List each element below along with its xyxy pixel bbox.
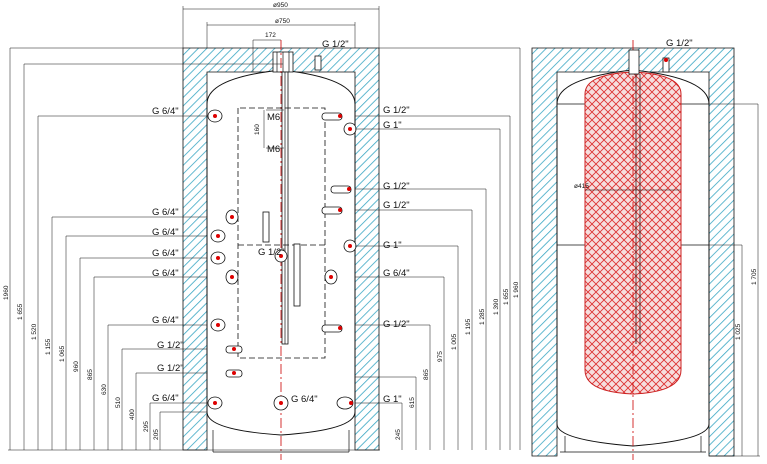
height-dimension: 1 195 [465, 318, 472, 335]
port-label: G 1/2" [383, 105, 410, 116]
height-dimension: 615 [409, 397, 416, 408]
height-dimension: 1 655 [17, 303, 24, 320]
tank-base [212, 430, 350, 453]
side-height-lower: 1 025 [735, 323, 742, 340]
height-dimension: 400 [129, 409, 136, 420]
height-dimension: 1 155 [45, 338, 52, 355]
port-label: G 6/4" [383, 268, 410, 279]
port-label: G 6/4" [152, 315, 179, 326]
m6-spacing-dim: 160 [254, 124, 261, 135]
height-dimension: 510 [115, 397, 122, 408]
port-label: G 6/4" [152, 227, 179, 238]
coil-diameter-dim: ø415 [574, 183, 589, 190]
height-dimension: 865 [423, 369, 430, 380]
height-dimension: 1 390 [493, 298, 500, 315]
port-label: G 1/2" [383, 181, 410, 192]
front-view: ø950 ø750 172 G 1/2" 160 M6 [3, 2, 521, 460]
top-dimensions: ø950 ø750 172 [182, 2, 380, 72]
height-dimension: 1 285 [479, 308, 486, 325]
height-dimension: 245 [395, 429, 402, 440]
side-insulation-jacket [531, 47, 735, 457]
port-label: G 1/2" [383, 319, 410, 330]
height-dimension: 1 520 [31, 323, 38, 340]
m6-label-lower: M6 [267, 144, 280, 155]
side-top-flange [628, 49, 640, 75]
port-label: G 6/4" [152, 207, 179, 218]
top-nipple [314, 55, 322, 71]
height-dimension: 1 065 [59, 345, 66, 362]
right-dimension-ladder: 245 615 865 975 1 005 1 195 1 285 1 390 … [355, 47, 521, 450]
port-label: G 1/2" [383, 200, 410, 211]
right-port-labels: G 1/2" G 1" G 1/2" G 1/2" G 1" G 6/4" G … [383, 105, 410, 405]
height-dimension: 1 960 [513, 281, 520, 298]
height-dimension: 1 655 [503, 288, 510, 305]
right-ports [321, 112, 357, 410]
m6-label-upper: M6 [267, 112, 280, 123]
side-view: G 1/2" ø415 1 705 1 025 [531, 38, 760, 460]
side-height-upper: 1 705 [751, 268, 758, 285]
inner-diameter-dim: ø750 [275, 18, 290, 25]
port-label: G 6/4" [152, 393, 179, 404]
height-dimension: 1 005 [451, 333, 458, 350]
height-dimension: 205 [153, 429, 160, 440]
height-dimension: 960 [73, 361, 80, 372]
port-label: G 6/4" [152, 268, 179, 279]
top-connection-label: G 1/2" [322, 39, 349, 50]
outer-diameter-dim: ø950 [273, 2, 288, 9]
center-label-upper: G 1/2" [258, 247, 285, 258]
left-dimension-ladder: 1960 1 655 1 520 1 155 1 065 960 865 630… [3, 47, 380, 451]
side-top-connection-label: G 1/2" [666, 38, 693, 49]
port-label: G 1/2" [157, 340, 184, 351]
port-label: G 1" [383, 394, 402, 405]
sensor-pocket-1 [262, 211, 270, 243]
port-label: G 1" [383, 240, 402, 251]
left-port-labels: G 6/4" G 6/4" G 6/4" G 6/4" G 6/4" G 6/4… [152, 106, 184, 404]
height-dimension: 1960 [3, 285, 10, 300]
top-offset-dim: 172 [265, 32, 276, 39]
center-label-lower: G 6/4" [291, 394, 318, 405]
port-label: G 6/4" [152, 106, 179, 117]
height-dimension: 975 [437, 351, 444, 362]
sensor-pocket-2 [293, 243, 301, 307]
height-dimension: 865 [87, 369, 94, 380]
left-ports [207, 109, 243, 410]
port-label: G 6/4" [152, 248, 179, 259]
port-label: G 1" [383, 120, 402, 131]
port-label: G 1/2" [157, 363, 184, 374]
side-tank-base [560, 436, 706, 453]
height-dimension: 630 [101, 384, 108, 395]
height-dimension: 295 [143, 421, 150, 432]
